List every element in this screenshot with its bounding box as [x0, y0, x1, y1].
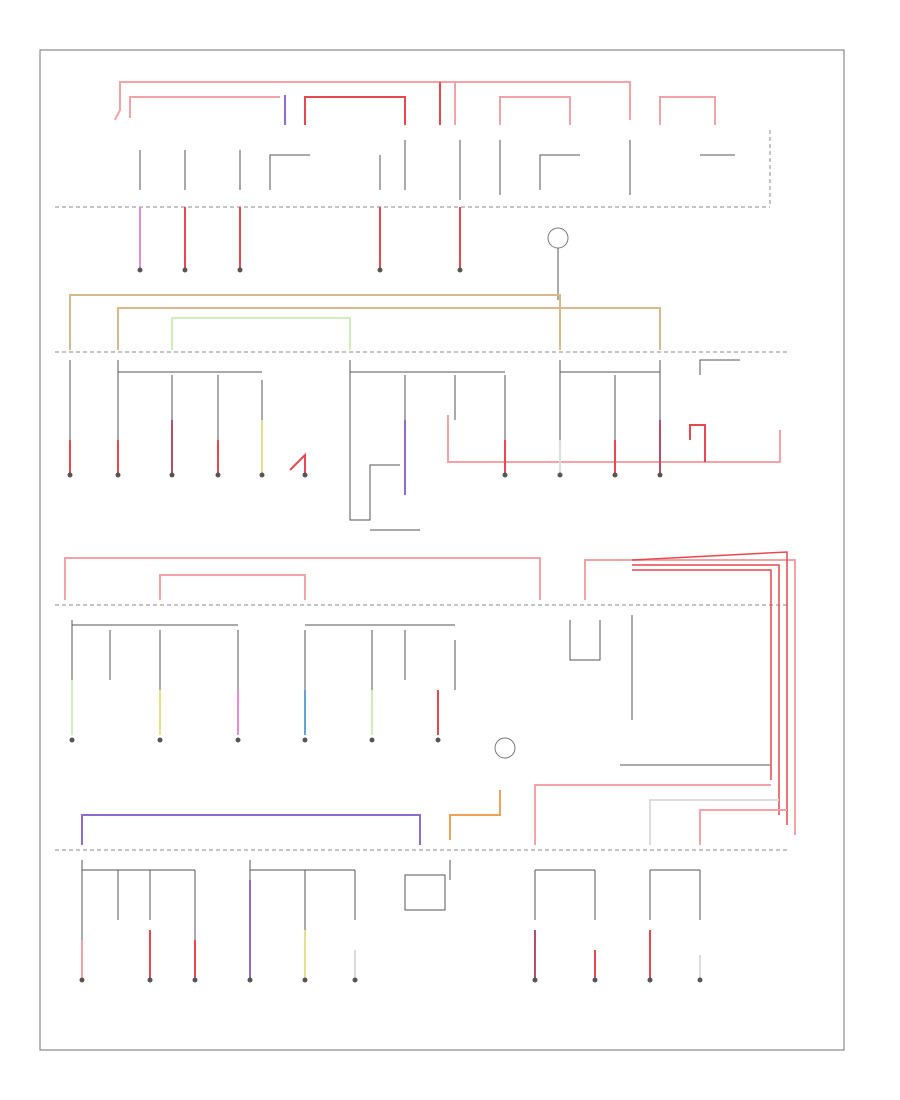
diagram-frame: [39, 49, 845, 1051]
section-3: [55, 551, 796, 835]
section-4: [55, 784, 790, 983]
section-1: [55, 81, 771, 300]
section-2: [55, 294, 790, 531]
battery-feed-wire: [114, 81, 631, 121]
